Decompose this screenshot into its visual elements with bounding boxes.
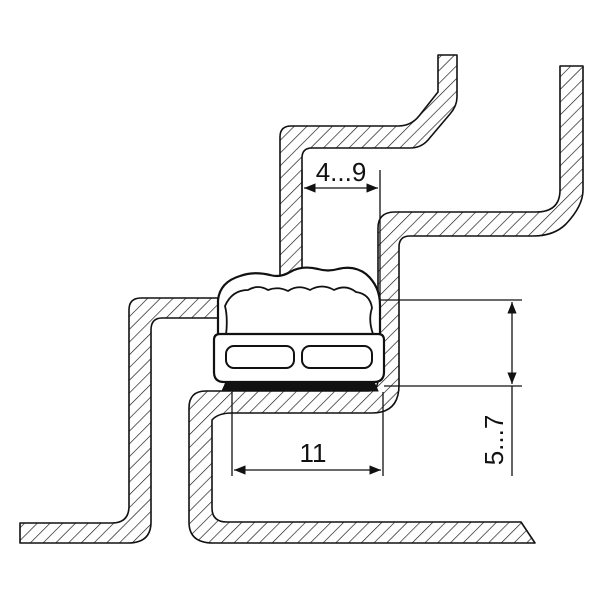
dimension-seal-width: 11 bbox=[231, 392, 384, 476]
seal-adhesive-strip bbox=[221, 381, 379, 392]
seal-chamber-right bbox=[301, 345, 373, 369]
dimension-seal-height: 5...7 bbox=[380, 299, 522, 476]
dimension-label-gap: 4...9 bbox=[316, 157, 367, 187]
seal-bulb-inner-wave bbox=[224, 285, 374, 336]
dimension-label-width: 11 bbox=[300, 438, 327, 468]
seal-chamber-left bbox=[225, 345, 295, 369]
dimension-gap-width: 4...9 bbox=[301, 157, 381, 300]
frame-inner-profile bbox=[188, 65, 584, 544]
dimension-label-height: 5...7 bbox=[479, 415, 509, 466]
